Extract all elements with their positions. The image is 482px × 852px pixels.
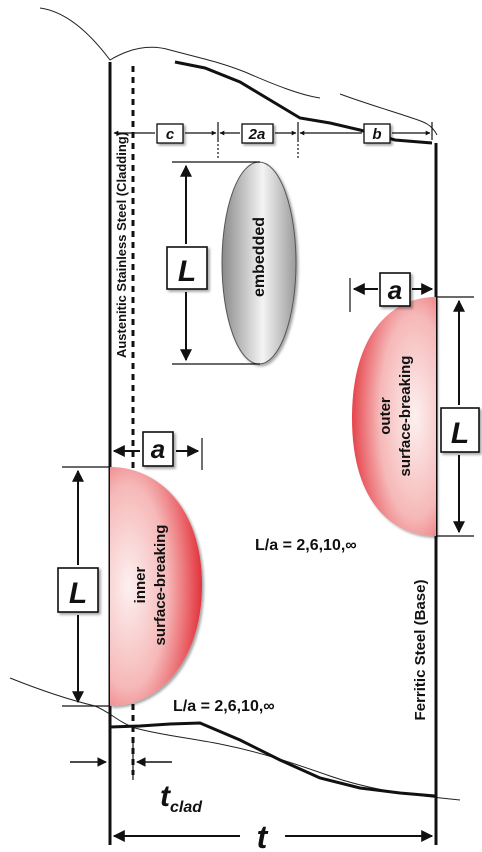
horizontal-dimensions	[113, 122, 433, 160]
outer-length-dimension	[436, 296, 474, 537]
t-total-label: t	[257, 819, 269, 852]
dim-b-box: b	[363, 123, 391, 144]
inner-crack	[110, 467, 202, 706]
outer-crack-label-line1: outer	[377, 397, 394, 435]
outer-depth-dimension	[349, 278, 434, 312]
svg-text:c: c	[166, 126, 175, 143]
outer-crack-label-line2: surface-breaking	[397, 356, 414, 477]
dim-L-outer-box: L	[440, 407, 480, 453]
svg-text:L: L	[178, 255, 196, 288]
inner-crack-label-line2: surface-breaking	[152, 525, 169, 646]
dim-a-inner-box: a	[142, 431, 174, 467]
svg-text:b: b	[372, 126, 381, 143]
top-surface-contour	[174, 60, 433, 145]
base-label: Ferritic Steel (Base)	[412, 580, 429, 721]
inner-depth-dimension	[112, 438, 203, 470]
outer-aspect-ratio-label: L/a = 2,6,10,∞	[255, 537, 357, 554]
svg-text:L: L	[69, 577, 87, 610]
embedded-crack-label: embedded	[251, 217, 268, 297]
embedded-length-dimension	[172, 161, 260, 365]
dim-2a-box: 2a	[241, 123, 274, 144]
top-break-line	[39, 7, 321, 99]
inner-aspect-ratio-label: L/a = 2,6,10,∞	[173, 698, 275, 715]
svg-text:L: L	[451, 417, 469, 450]
dim-c-box: c	[156, 123, 184, 144]
dim-L-embedded-box: L	[166, 246, 208, 290]
outer-crack	[352, 297, 436, 536]
t-clad-label: tclad	[160, 780, 203, 816]
inner-crack-label-line1: inner	[132, 567, 149, 604]
dim-L-inner-box: L	[57, 567, 99, 613]
bottom-break-line	[9, 677, 461, 801]
svg-text:a: a	[388, 275, 402, 305]
cladding-thickness-dimension	[70, 740, 172, 780]
bottom-surface-contour	[109, 721, 436, 798]
inner-length-dimension	[62, 466, 110, 707]
dim-a-outer-box: a	[379, 272, 411, 307]
svg-text:2a: 2a	[248, 126, 266, 143]
svg-text:a: a	[151, 434, 165, 464]
cladding-label: Austenitic Stainless Steel (Cladding)	[114, 132, 129, 358]
